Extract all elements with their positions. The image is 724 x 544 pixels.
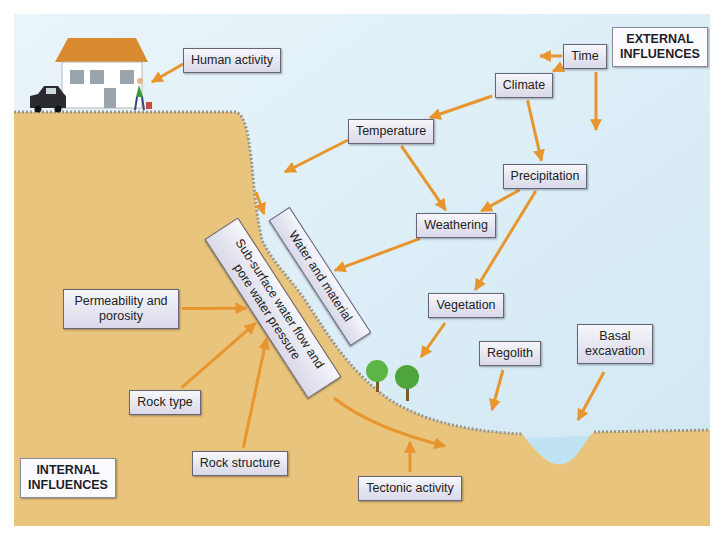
regolith-gravel — [14, 112, 522, 434]
factor-box: Tectonic activity — [358, 476, 462, 501]
influence-arrow — [540, 55, 562, 58]
factor-box: Temperature — [348, 119, 434, 144]
node-label: Basal excavation — [585, 329, 645, 359]
factor-box: Rock type — [129, 390, 201, 415]
influence-arrow — [285, 140, 348, 172]
influence-arrow — [528, 100, 542, 160]
factor-box: Weathering — [416, 213, 496, 238]
river — [526, 436, 590, 464]
node-label: INTERNAL INFLUENCES — [28, 463, 108, 493]
influence-arrow — [492, 370, 503, 410]
wheel — [55, 106, 62, 113]
influence-arrow — [553, 68, 561, 72]
person-body — [136, 85, 143, 97]
time-box: Time — [563, 44, 606, 69]
influence-arrow — [182, 323, 256, 387]
bucket — [146, 102, 152, 109]
key-box: EXTERNAL INFLUENCES — [612, 27, 708, 67]
node-label: Time — [571, 49, 598, 64]
factor-box: Human activity — [183, 48, 281, 73]
influence-arrow — [421, 323, 445, 357]
sky — [14, 14, 710, 526]
factor-box: Rock structure — [192, 451, 289, 476]
tree-crown — [395, 365, 419, 389]
influence-arrow — [243, 339, 266, 448]
node-label: Permeability and porosity — [71, 294, 171, 324]
node-label: Human activity — [191, 53, 273, 68]
node-label: Precipitation — [511, 169, 580, 184]
house-roof — [55, 38, 148, 62]
person-head — [137, 78, 143, 84]
influence-arrow — [595, 72, 598, 130]
window — [90, 70, 104, 84]
node-label: Rock type — [137, 395, 193, 410]
node-label: Climate — [503, 78, 545, 93]
window — [120, 70, 134, 84]
factor-box: Permeability and porosity — [63, 289, 179, 329]
factor-box: Climate — [495, 73, 553, 98]
factor-box: Precipitation — [503, 164, 588, 189]
node-label: Rock structure — [200, 456, 281, 471]
factor-box: Regolith — [479, 341, 541, 366]
person-legs — [135, 97, 144, 110]
house-wall — [62, 62, 142, 108]
ground — [14, 112, 710, 526]
influence-arrow — [578, 372, 604, 420]
influence-arrow — [475, 191, 536, 290]
wheel — [35, 106, 42, 113]
door — [104, 88, 116, 108]
influence-arrow — [182, 307, 246, 310]
node-label: EXTERNAL INFLUENCES — [620, 32, 700, 62]
influence-arrow — [256, 192, 264, 214]
influence-arrow — [335, 239, 420, 271]
influence-arrow — [334, 398, 445, 446]
node-label: Temperature — [356, 124, 426, 139]
node-label: Tectonic activity — [366, 481, 454, 496]
factor-box: Vegetation — [428, 293, 503, 318]
node-label: Weathering — [424, 218, 488, 233]
influence-arrow — [152, 64, 183, 82]
factor-box: Basal excavation — [577, 324, 653, 364]
window — [70, 70, 84, 84]
key-box: INTERNAL INFLUENCES — [20, 458, 116, 498]
influence-arrow — [401, 146, 445, 210]
tree-crown — [366, 360, 388, 382]
node-label: Regolith — [487, 346, 533, 361]
node-label: Vegetation — [436, 298, 495, 313]
car — [30, 86, 66, 108]
influence-arrow — [481, 190, 519, 211]
influence-arrow — [409, 442, 412, 472]
regolith-gravel — [594, 430, 710, 432]
influence-arrow — [430, 96, 492, 118]
car-window — [46, 88, 56, 94]
